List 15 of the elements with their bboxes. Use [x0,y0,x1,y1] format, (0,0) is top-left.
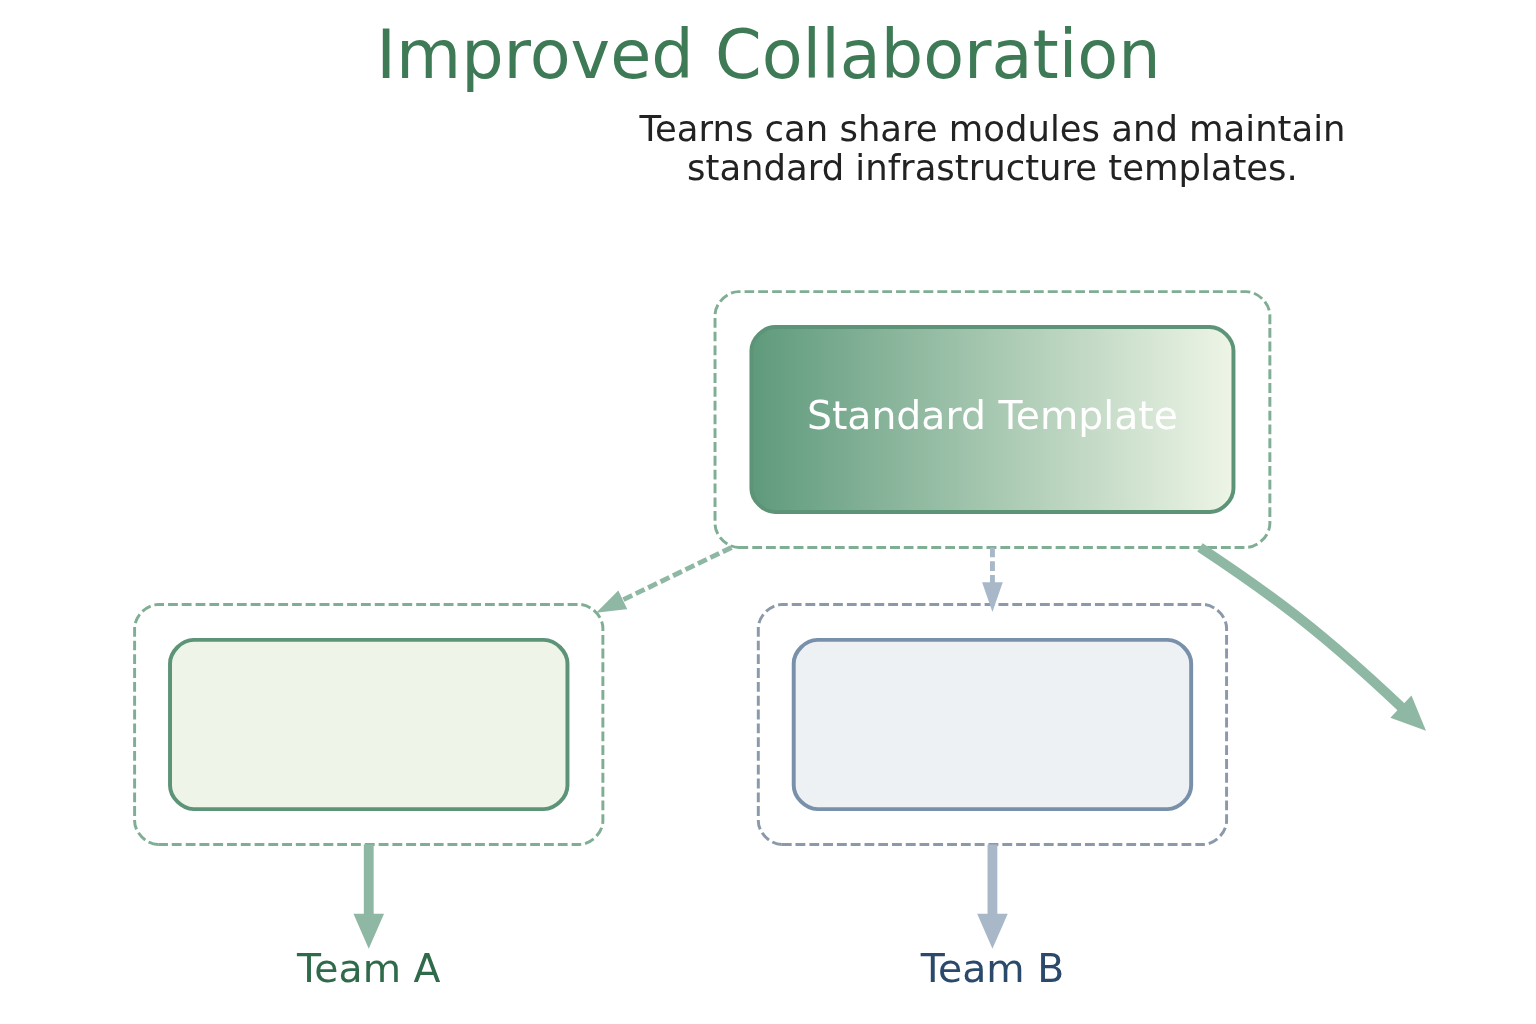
arrow [981,547,1003,612]
cluster [713,290,1271,549]
arrow [1196,543,1426,731]
node-box: Standard Template [748,325,1235,514]
node-text: Team B [920,945,1064,992]
cluster [132,603,604,846]
label: Tearns can share modules and maintain standard infrastructure templates. [638,107,1345,189]
node-box [791,637,1193,812]
diagram-title: Improved Collaboration [375,15,1161,94]
node-box [167,637,569,812]
cluster [756,603,1228,846]
arrow [595,545,733,613]
arrow [352,844,384,949]
arrow [976,844,1008,949]
node-text: Team A [296,945,440,992]
